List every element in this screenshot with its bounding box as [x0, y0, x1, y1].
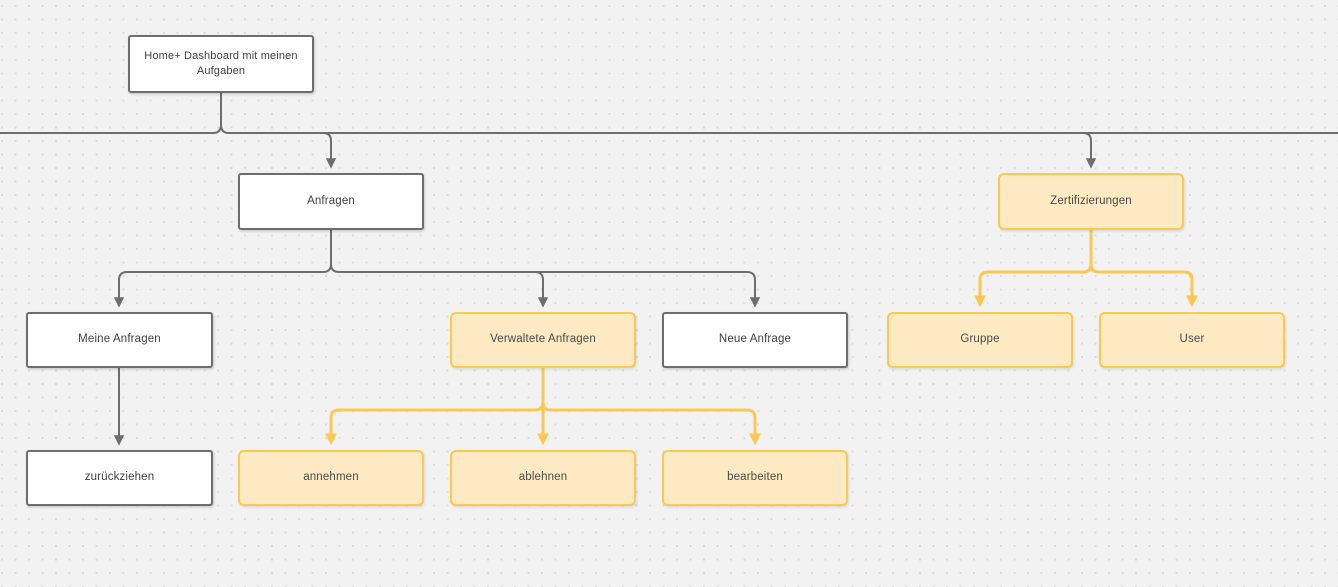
- node-ablehnen-label: ablehnen: [518, 471, 568, 484]
- node-anfragen-label: Anfragen: [307, 194, 355, 207]
- node-gruppe-label: Gruppe: [960, 333, 1000, 346]
- edge-root-to-anfragen: [322, 132, 337, 169]
- node-gruppe[interactable]: Gruppe: [887, 312, 1073, 368]
- edge-verwaltete-stem: [541, 368, 552, 412]
- edge-verwaltete-to-bearbeiten: [551, 408, 761, 446]
- node-verwaltete-anfragen-label: Verwaltete Anfragen: [490, 333, 596, 346]
- node-user[interactable]: User: [1099, 312, 1285, 368]
- node-anfragen[interactable]: Anfragen: [238, 173, 424, 230]
- edge-anfragen-to-neue: [339, 271, 761, 308]
- edge-root-to-zertifizierungen: [1082, 132, 1097, 169]
- node-ablehnen[interactable]: ablehnen: [450, 450, 636, 506]
- node-neue-anfrage[interactable]: Neue Anfrage: [662, 312, 848, 368]
- node-bearbeiten[interactable]: bearbeiten: [662, 450, 848, 506]
- node-annehmen-label: annehmen: [303, 471, 359, 484]
- edge-root-stem: [220, 93, 230, 134]
- edge-verwaltete-to-annehmen: [331, 401, 545, 442]
- node-neue-anfrage-label: Neue Anfrage: [718, 333, 792, 346]
- node-zertifizierungen-label: Zertifizierungen: [1050, 194, 1132, 207]
- node-annehmen[interactable]: annehmen: [238, 450, 424, 506]
- edge-anfragen-to-meine: [119, 263, 332, 305]
- node-root[interactable]: Home+ Dashboard mit meinen Aufgaben: [128, 35, 314, 93]
- node-meine-anfragen-label: Meine Anfragen: [78, 333, 161, 346]
- edge-zert-to-user: [1099, 270, 1198, 308]
- edge-bus-left: [0, 124, 222, 134]
- node-zertifizierungen[interactable]: Zertifizierungen: [998, 173, 1184, 230]
- node-zurueckziehen-label: zurückziehen: [84, 471, 155, 484]
- node-user-label: User: [1179, 333, 1205, 346]
- node-verwaltete-anfragen[interactable]: Verwaltete Anfragen: [450, 312, 636, 368]
- edge-anfragen-stem: [330, 230, 340, 273]
- edge-anfragen-to-verwaltete: [339, 271, 549, 308]
- node-root-label: Home+ Dashboard mit meinen Aufgaben: [144, 50, 298, 77]
- node-meine-anfragen[interactable]: Meine Anfragen: [26, 312, 213, 368]
- node-zurueckziehen[interactable]: zurückziehen: [26, 450, 213, 506]
- edge-zert-stem: [1089, 230, 1100, 274]
- node-bearbeiten-label: bearbeiten: [727, 471, 783, 484]
- edge-zert-to-gruppe: [980, 263, 1093, 304]
